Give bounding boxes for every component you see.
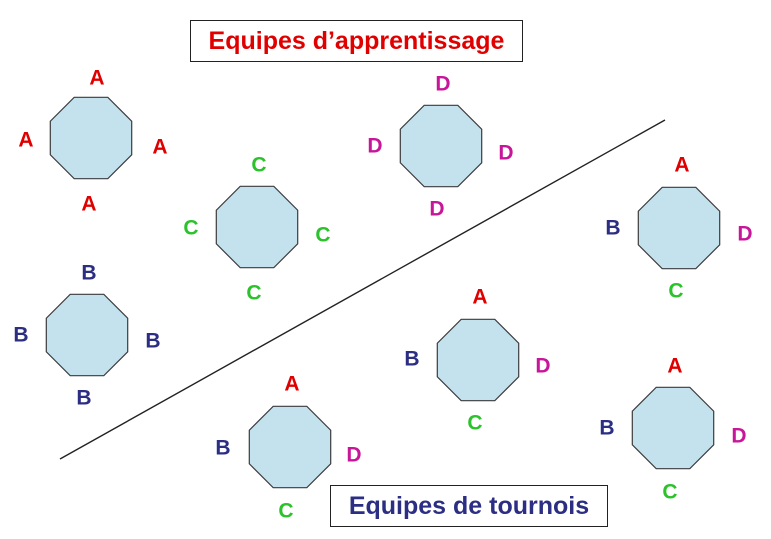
- octagon-table: [631, 386, 715, 470]
- seat-label-right: D: [731, 425, 746, 448]
- seat-label-bottom: B: [76, 387, 91, 410]
- tournament-team-table: A D C B: [599, 355, 746, 504]
- seat-label-left: B: [404, 348, 419, 371]
- learning-teams-title: Equipes d’apprentissage: [208, 27, 505, 55]
- octagon-table: [49, 96, 133, 180]
- seat-label-left: B: [13, 324, 28, 347]
- seat-label-bottom: C: [662, 481, 677, 504]
- seat-label-top: A: [284, 373, 299, 396]
- seat-label-right: C: [315, 224, 330, 247]
- seat-label-left: C: [183, 217, 198, 240]
- seat-label-top: A: [472, 286, 487, 309]
- seat-label-top: A: [89, 67, 104, 90]
- seat-label-bottom: C: [246, 282, 261, 305]
- octagon-table: [399, 104, 483, 188]
- seat-label-right: D: [498, 142, 513, 165]
- seat-label-top: D: [435, 73, 450, 96]
- learning-team-table: D D D D: [367, 73, 513, 221]
- seat-label-top: A: [674, 154, 689, 177]
- seat-label-top: B: [81, 262, 96, 285]
- seat-label-left: B: [605, 217, 620, 240]
- seat-label-bottom: C: [278, 500, 293, 523]
- seat-label-bottom: C: [668, 280, 683, 303]
- tournament-teams-title: Equipes de tournois: [348, 492, 590, 520]
- seat-label-right: D: [346, 444, 361, 467]
- learning-team-table: C C C C: [183, 154, 330, 305]
- tournament-team-table: A D C B: [605, 154, 752, 303]
- learning-team-table: B B B B: [13, 262, 160, 410]
- seat-label-bottom: C: [467, 412, 482, 435]
- tournament-team-table: A D C B: [215, 373, 361, 523]
- seat-label-left: B: [215, 437, 230, 460]
- seat-label-right: D: [535, 355, 550, 378]
- seat-label-left: A: [18, 129, 33, 152]
- seat-label-right: B: [145, 330, 160, 353]
- seat-label-top: C: [251, 154, 266, 177]
- learning-team-table: A A A A: [18, 67, 167, 216]
- seat-label-right: A: [152, 136, 167, 159]
- octagon-table: [248, 405, 332, 489]
- octagon-table: [215, 185, 299, 269]
- seat-label-bottom: A: [81, 193, 96, 216]
- seat-label-left: B: [599, 417, 614, 440]
- octagon-table: [45, 293, 129, 377]
- seat-label-top: A: [667, 355, 682, 378]
- octagon-table: [637, 186, 721, 270]
- tournament-teams-title-box: Equipes de tournois: [330, 485, 608, 527]
- seat-label-bottom: D: [429, 198, 444, 221]
- learning-teams-title-box: Equipes d’apprentissage: [190, 20, 523, 62]
- octagon-table: [436, 318, 520, 402]
- tournament-team-table: A D C B: [404, 286, 550, 435]
- seat-label-right: D: [737, 223, 752, 246]
- diagonal-divider: [59, 119, 666, 460]
- seat-label-left: D: [367, 135, 382, 158]
